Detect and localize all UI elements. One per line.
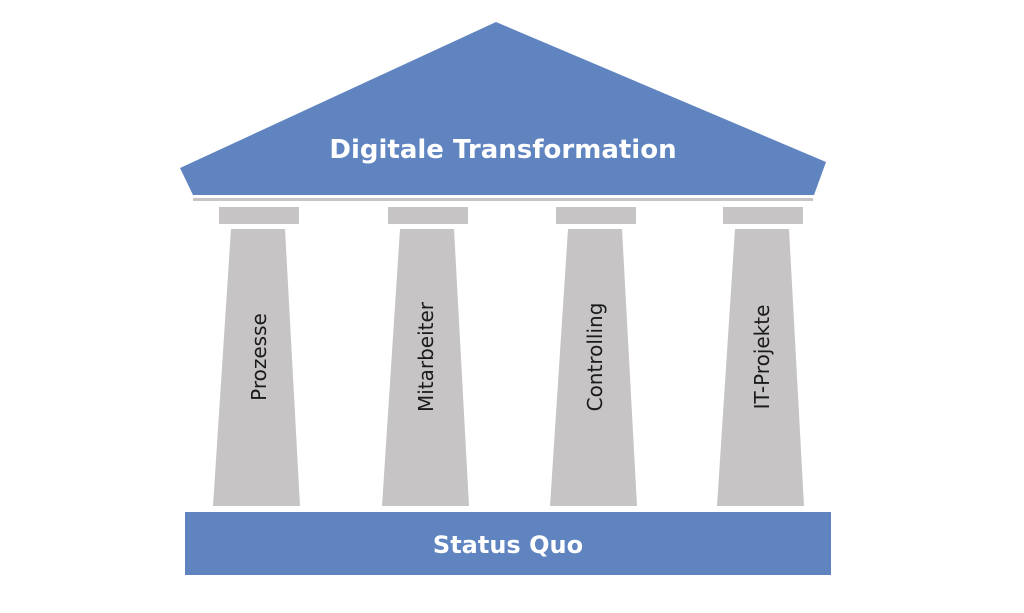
pillar-prozesse: Prozesse (213, 207, 300, 506)
pillar-shaft (717, 229, 804, 506)
roof-pediment (180, 22, 826, 195)
pillars: Prozesse Mitarbeiter Controlling IT-Proj… (213, 207, 804, 506)
pillar-controlling: Controlling (550, 207, 637, 506)
pillar-it-projekte: IT-Projekte (717, 207, 804, 506)
pillar-capital (556, 207, 636, 224)
pillar-capital (723, 207, 803, 224)
pillar-label: Prozesse (247, 313, 271, 401)
cornice-line (193, 198, 813, 201)
pillar-shaft (382, 229, 469, 506)
roof-title: Digitale Transformation (329, 135, 676, 165)
pillar-capital (219, 207, 299, 224)
pillar-label: Mitarbeiter (414, 301, 438, 412)
pillar-shaft (213, 229, 300, 506)
pillar-label: IT-Projekte (750, 305, 774, 410)
pillar-label: Controlling (583, 303, 607, 412)
pillar-shaft (550, 229, 637, 506)
base-title: Status Quo (433, 531, 583, 559)
pillar-capital (388, 207, 468, 224)
pillar-mitarbeiter: Mitarbeiter (382, 207, 469, 506)
base-block (185, 512, 831, 575)
